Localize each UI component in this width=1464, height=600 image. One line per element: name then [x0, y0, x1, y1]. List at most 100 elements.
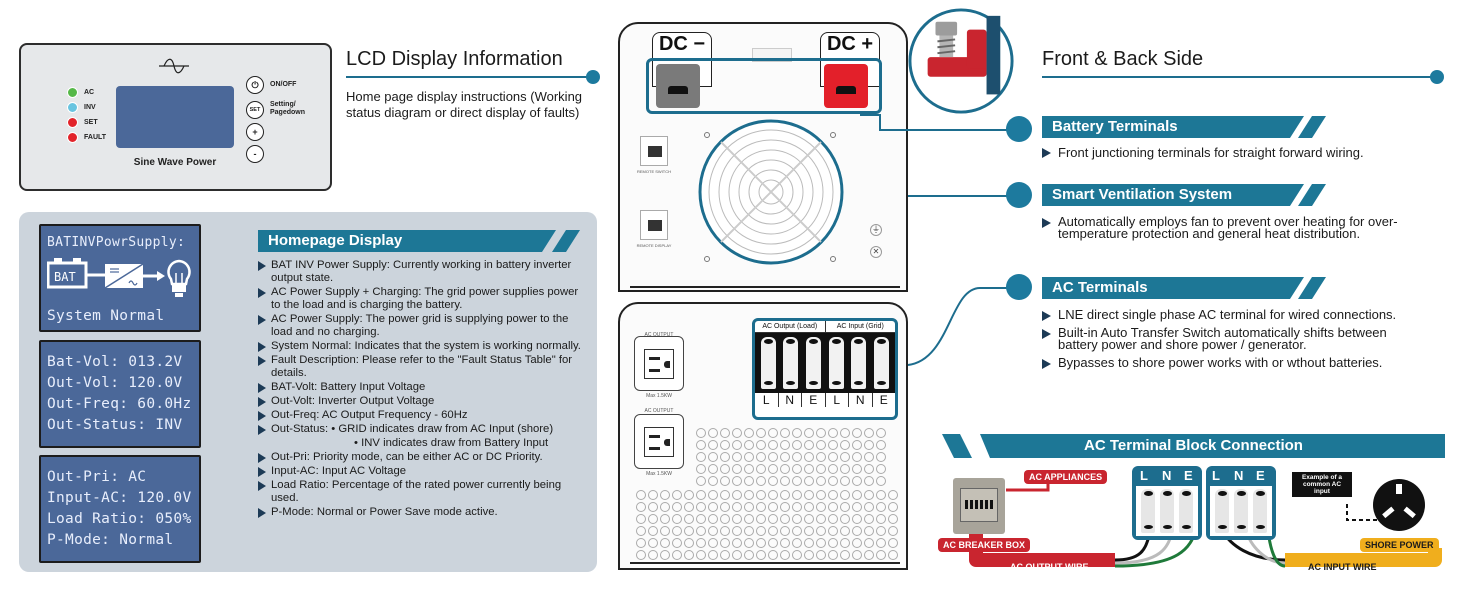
vent-hole	[792, 440, 802, 450]
vent-hole	[720, 514, 730, 524]
vent-hole	[864, 514, 874, 524]
dc-minus-terminal	[656, 64, 700, 108]
ground-screw-icon: ✕	[870, 246, 882, 258]
homepage-bullets: BAT INV Power Supply: Currently working …	[258, 259, 588, 520]
vent-hole	[708, 452, 718, 462]
bullet-item: System Normal: Indicates that the system…	[258, 340, 588, 353]
vent-hole	[768, 526, 778, 536]
vent-hole	[780, 464, 790, 474]
minus-button[interactable]: -	[246, 145, 264, 163]
vent-hole	[780, 428, 790, 438]
remote-switch-port	[640, 136, 668, 166]
vent-hole	[840, 452, 850, 462]
vent-hole	[660, 490, 670, 500]
vent-hole	[756, 428, 766, 438]
vent-hole	[732, 502, 742, 512]
vent-hole	[780, 526, 790, 536]
bullet-item: Automatically employs fan to prevent ove…	[1042, 215, 1412, 240]
vent-hole	[732, 440, 742, 450]
bullet-item: Built-in Auto Transfer Switch automatica…	[1042, 326, 1422, 351]
vent-hole	[636, 490, 646, 500]
ac-terminals-bullets: LNE direct single phase AC terminal for …	[1042, 308, 1422, 375]
vent-hole	[684, 526, 694, 536]
vent-hole	[816, 440, 826, 450]
ventilation-bullets: Automatically employs fan to prevent ove…	[1042, 215, 1412, 246]
vent-hole	[780, 538, 790, 548]
tb-letter: L	[1212, 468, 1220, 483]
screw-icon	[704, 256, 710, 262]
vent-hole	[768, 550, 778, 560]
control-panel: AC INV SET FAULT Sine Wave Power ⏻ ON/OF…	[19, 43, 332, 191]
vent-hole	[840, 550, 850, 560]
vent-hole	[876, 476, 886, 486]
vent-hole	[804, 490, 814, 500]
vent-hole	[732, 490, 742, 500]
vent-hole	[756, 452, 766, 462]
vent-hole	[792, 476, 802, 486]
lcd-out-status: Out-Status: INV	[47, 417, 183, 433]
vent-hole	[648, 526, 658, 536]
led-inv: INV	[67, 100, 106, 114]
plus-button[interactable]: +	[246, 123, 264, 141]
vent-hole	[756, 526, 766, 536]
terminal-letters: L N E L N E	[755, 393, 895, 407]
battery-terminals-highlight	[646, 58, 882, 114]
vent-hole	[804, 526, 814, 536]
vent-hole	[744, 526, 754, 536]
vent-hole	[816, 464, 826, 474]
terminal-closeup-icon	[908, 8, 1016, 116]
vent-hole	[744, 440, 754, 450]
vent-hole	[708, 526, 718, 536]
terminal-headers: AC Output (Load) AC Input (Grid)	[755, 321, 895, 333]
ac-outlet-2	[634, 414, 684, 469]
vent-hole	[732, 464, 742, 474]
vent-hole	[804, 550, 814, 560]
bat-text: BAT	[54, 270, 76, 284]
ac-output-wire-label: AC OUTPUT WIRE	[1010, 562, 1089, 572]
vent-hole	[708, 502, 718, 512]
front-back-title: Front & Back Side	[1042, 48, 1204, 70]
vent-hole	[756, 550, 766, 560]
screw-icon	[830, 132, 836, 138]
vent-hole	[852, 514, 862, 524]
vent-hole	[720, 428, 730, 438]
vent-hole	[648, 538, 658, 548]
power-button[interactable]: ⏻	[246, 76, 264, 94]
vent-hole	[876, 428, 886, 438]
led-set-icon	[67, 116, 78, 128]
vent-hole	[840, 440, 850, 450]
ac-input-wire-label: AC INPUT WIRE	[1308, 562, 1377, 572]
front-back-dot	[1430, 70, 1444, 84]
vent-hole	[720, 440, 730, 450]
vent-hole	[684, 538, 694, 548]
vent-hole	[840, 464, 850, 474]
outlet-2-label: AC OUTPUT	[644, 408, 674, 414]
vent-hole	[732, 550, 742, 560]
vent-hole	[804, 502, 814, 512]
vent-hole	[756, 514, 766, 524]
vent-hole	[792, 502, 802, 512]
ventilation-callout-dot	[1006, 182, 1032, 208]
vent-hole	[660, 526, 670, 536]
bullet-item: P-Mode: Normal or Power Save mode active…	[258, 506, 588, 519]
vent-hole	[744, 476, 754, 486]
vent-hole	[804, 440, 814, 450]
set-button[interactable]: SET	[246, 101, 264, 119]
vent-hole	[720, 538, 730, 548]
vent-hole	[732, 476, 742, 486]
vent-hole	[744, 490, 754, 500]
terminal-letter: L	[755, 393, 779, 407]
lcd-status-footer: System Normal	[47, 308, 165, 324]
vent-hole	[840, 476, 850, 486]
vent-hole	[864, 526, 874, 536]
led-ac: AC	[67, 85, 106, 99]
remote-switch-label: REMOTE SWITCH	[637, 169, 671, 174]
vent-hole	[780, 490, 790, 500]
lcd-status-header: BATINVPowrSupply:	[47, 235, 186, 250]
vent-hole	[732, 526, 742, 536]
vent-hole	[816, 490, 826, 500]
ac-appliances-tag: AC APPLIANCES	[1024, 470, 1108, 484]
vent-hole	[720, 452, 730, 462]
vent-hole	[768, 490, 778, 500]
vent-hole	[684, 550, 694, 560]
